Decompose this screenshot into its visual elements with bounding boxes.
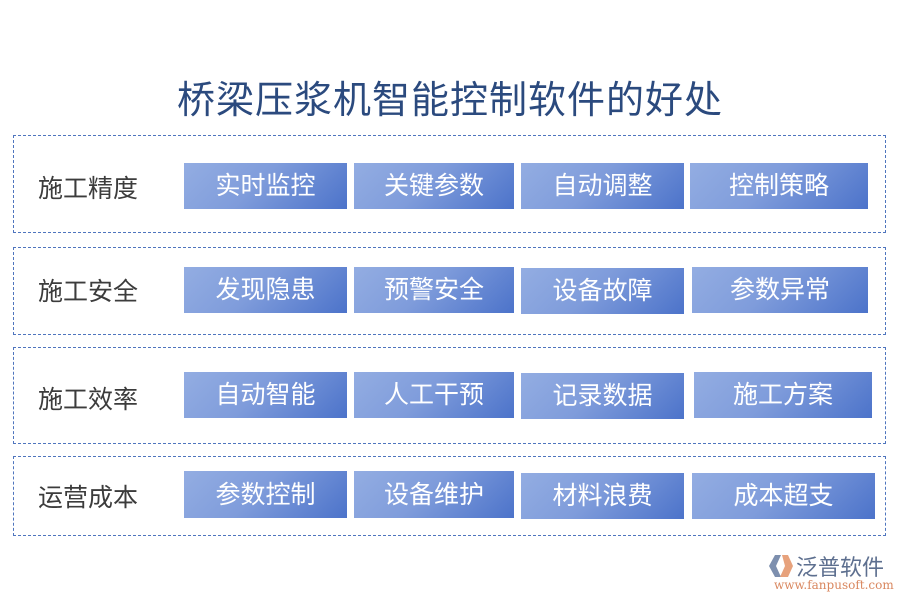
row-construction-safety: 施工安全 (13, 247, 886, 335)
row-label: 施工精度 (38, 174, 139, 203)
fanpu-logo-icon (769, 555, 793, 577)
page-title: 桥梁压浆机智能控制软件的好处 (176, 78, 723, 122)
row-construction-efficiency: 施工效率 (13, 347, 886, 444)
brand-url: www.fanpusoft.com (774, 578, 894, 592)
item-button[interactable]: 记录数据 (521, 373, 684, 419)
item-button[interactable]: 关键参数 (354, 163, 514, 209)
row-label: 施工安全 (38, 277, 139, 306)
row-label: 运营成本 (38, 483, 139, 512)
item-button[interactable]: 实时监控 (184, 163, 347, 209)
brand-logo: 泛普软件 www.fanpusoft.com (768, 550, 898, 595)
item-button[interactable]: 预警安全 (354, 267, 514, 313)
item-button[interactable]: 设备故障 (521, 268, 684, 314)
item-button[interactable]: 自动智能 (184, 372, 347, 418)
item-button[interactable]: 成本超支 (692, 473, 875, 519)
row-label: 施工效率 (38, 385, 139, 414)
item-button[interactable]: 人工干预 (354, 372, 514, 418)
row-operating-cost: 运营成本 (13, 456, 886, 536)
item-button[interactable]: 设备维护 (354, 471, 514, 518)
item-button[interactable]: 自动调整 (521, 163, 684, 209)
item-button[interactable]: 发现隐患 (184, 267, 347, 313)
row-construction-precision: 施工精度 (13, 135, 886, 233)
item-button[interactable]: 参数异常 (692, 267, 868, 313)
item-button[interactable]: 材料浪费 (521, 473, 684, 519)
item-button[interactable]: 参数控制 (184, 471, 347, 518)
item-button[interactable]: 控制策略 (690, 163, 868, 209)
item-button[interactable]: 施工方案 (694, 372, 872, 418)
brand-name: 泛普软件 (796, 556, 885, 581)
